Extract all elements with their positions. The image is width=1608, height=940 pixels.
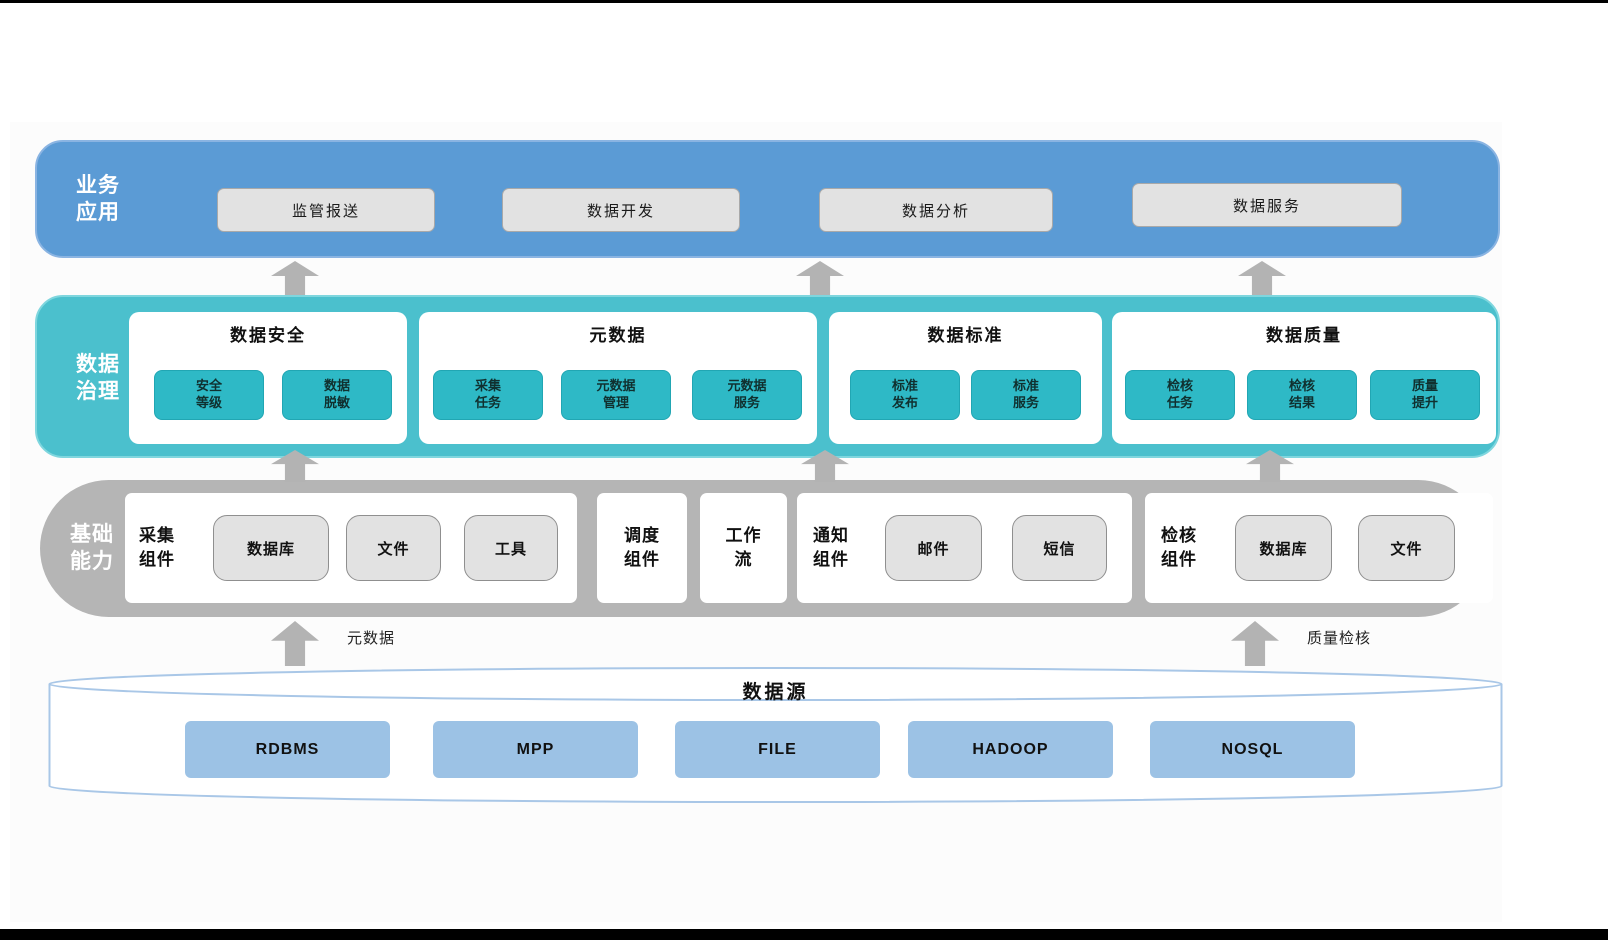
governance-item-standard-release: 标准 发布 [850, 370, 960, 420]
business-app-data-development: 数据开发 [502, 188, 740, 232]
foundation-item-sms: 短信 [1012, 515, 1107, 581]
group-title: 调度 组件 [624, 526, 660, 569]
group-notification-components: 通知 组件 邮件 短信 [797, 493, 1132, 603]
foundation-item-email: 邮件 [885, 515, 982, 581]
group-title: 检核 组件 [1161, 526, 1197, 569]
datasource-hadoop: HADOOP [908, 721, 1113, 778]
bottom-black-bar [0, 929, 1608, 940]
business-app-regulatory-reporting: 监管报送 [217, 188, 435, 232]
foundation-item-file: 文件 [1358, 515, 1455, 581]
governance-item-check-result: 检核 结果 [1247, 370, 1357, 420]
arrow-label-quality-check: 质量检核 [1307, 630, 1372, 647]
group-title: 采集 组件 [139, 526, 175, 569]
datasource-rdbms: RDBMS [185, 721, 390, 778]
governance-item-data-masking: 数据 脱敏 [282, 370, 392, 420]
business-app-data-service: 数据服务 [1132, 183, 1402, 227]
foundation-item-tool: 工具 [464, 515, 558, 581]
business-app-data-analysis: 数据分析 [819, 188, 1053, 232]
foundation-item-file: 文件 [346, 515, 441, 581]
datasource-file: FILE [675, 721, 880, 778]
foundation-item-database: 数据库 [1235, 515, 1332, 581]
datasource-title: 数据源 [742, 682, 809, 703]
group-scheduling-component: 调度 组件 [597, 493, 687, 603]
top-black-bar [0, 0, 1608, 3]
group-workflow: 工作 流 [700, 493, 787, 603]
group-data-security: 数据安全 安全 等级 数据 脱敏 [129, 312, 407, 444]
layer-business-apps: 业务 应用 监管报送 数据开发 数据分析 数据服务 [35, 140, 1500, 258]
governance-item-metadata-management: 元数据 管理 [561, 370, 671, 420]
group-title: 元数据 [589, 326, 647, 345]
layer-data-governance: 数据 治理 数据安全 安全 等级 数据 脱敏 元数据 采集 任务 元数据 管理 … [35, 295, 1500, 458]
governance-item-security-level: 安全 等级 [154, 370, 264, 420]
group-title: 数据安全 [230, 326, 306, 345]
governance-item-quality-improvement: 质量 提升 [1370, 370, 1480, 420]
governance-item-standard-service: 标准 服务 [971, 370, 1081, 420]
foundation-layer-label: 基础 能力 [70, 523, 114, 574]
group-collection-components: 采集 组件 数据库 文件 工具 [125, 493, 577, 603]
foundation-item-database: 数据库 [213, 515, 329, 581]
layer-data-source: 数据源 RDBMS MPP FILE HADOOP NOSQL [48, 666, 1503, 804]
governance-item-collection-task: 采集 任务 [433, 370, 543, 420]
business-layer-label: 业务 应用 [76, 174, 120, 225]
group-title: 数据质量 [1266, 326, 1342, 345]
governance-item-check-task: 检核 任务 [1125, 370, 1235, 420]
layer-foundation-capability: 基础 能力 采集 组件 数据库 文件 工具 调度 组件 工作 流 通知 组件 邮… [40, 480, 1493, 617]
group-data-standards: 数据标准 标准 发布 标准 服务 [829, 312, 1102, 444]
group-check-components: 检核 组件 数据库 文件 [1145, 493, 1493, 603]
governance-item-metadata-service: 元数据 服务 [692, 370, 802, 420]
group-data-quality: 数据质量 检核 任务 检核 结果 质量 提升 [1112, 312, 1496, 444]
governance-layer-label: 数据 治理 [76, 353, 120, 404]
group-title: 通知 组件 [813, 526, 849, 569]
arrow-label-metadata: 元数据 [347, 630, 396, 647]
datasource-nosql: NOSQL [1150, 721, 1355, 778]
group-title: 工作 流 [725, 526, 762, 569]
group-title: 数据标准 [927, 326, 1004, 345]
datasource-mpp: MPP [433, 721, 638, 778]
group-metadata: 元数据 采集 任务 元数据 管理 元数据 服务 [419, 312, 817, 444]
